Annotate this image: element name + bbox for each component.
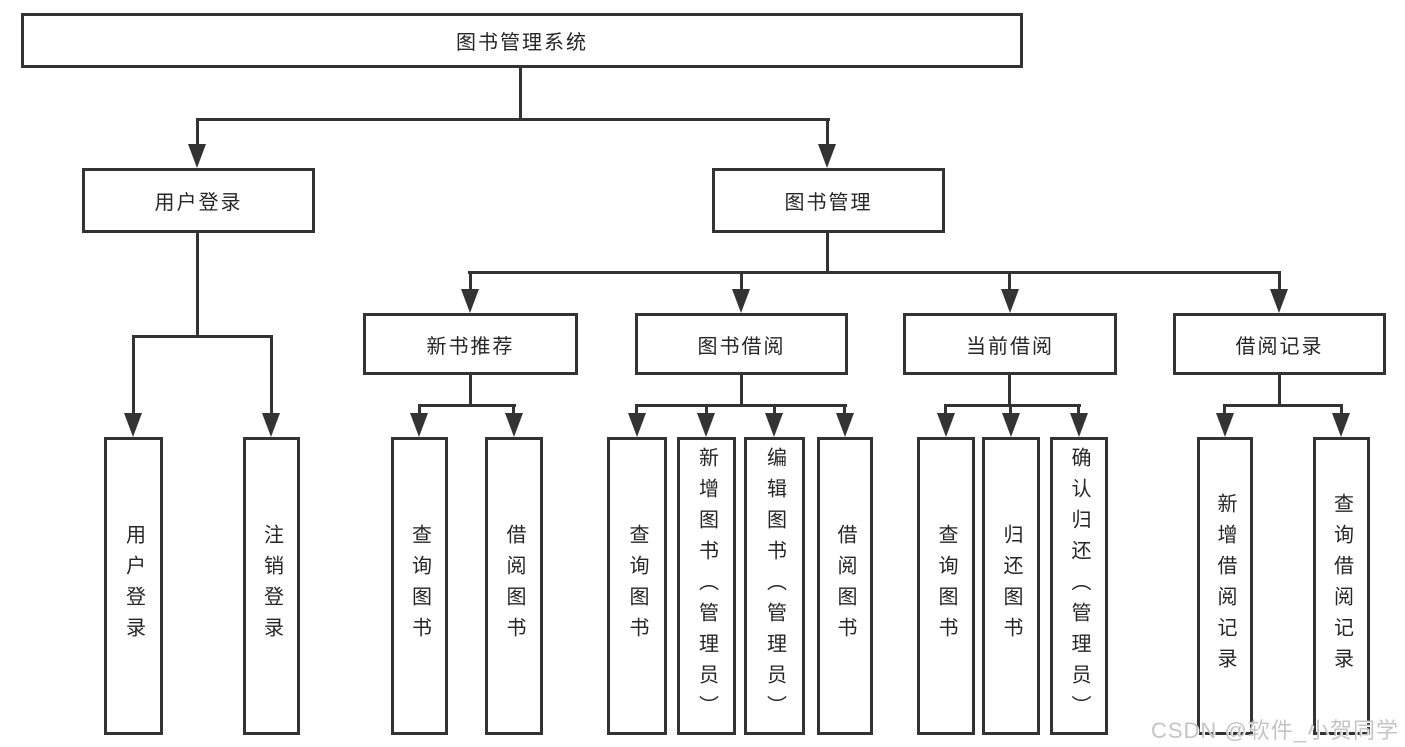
connector-line xyxy=(469,271,472,291)
arrow-down-icon xyxy=(1001,289,1019,313)
leaf-borrow-books-borrowing: 借阅图书 xyxy=(817,437,873,735)
arrow-down-icon xyxy=(628,413,646,437)
connector-line xyxy=(519,68,522,119)
leaf-confirm-return-admin: 确认归还（管理员） xyxy=(1050,437,1108,735)
node-label: 用户登录 xyxy=(154,192,243,214)
leaf-logout: 注销登录 xyxy=(243,437,300,735)
arrow-down-icon xyxy=(818,144,836,168)
node-label: 查询图书 xyxy=(935,524,957,648)
arrow-down-icon xyxy=(732,289,750,313)
node-label: 注销登录 xyxy=(260,524,283,648)
node-library-management-system: 图书管理系统 xyxy=(21,13,1023,68)
node-current-borrowing: 当前借阅 xyxy=(903,313,1117,375)
leaf-return-books: 归还图书 xyxy=(982,437,1040,735)
node-label: 新增图书（管理员） xyxy=(695,446,718,726)
connector-line xyxy=(635,404,638,415)
node-label: 查询图书 xyxy=(408,524,431,648)
connector-line xyxy=(843,404,846,415)
leaf-borrow-books-recommend: 借阅图书 xyxy=(485,437,543,735)
node-label: 用户登录 xyxy=(122,524,145,648)
arrow-down-icon xyxy=(262,413,280,437)
connector-line xyxy=(1077,404,1080,415)
node-label: 查询图书 xyxy=(626,524,648,648)
connector-line xyxy=(1008,375,1011,406)
arrow-down-icon xyxy=(937,413,955,437)
connector-line xyxy=(469,375,472,406)
node-new-book-recommend: 新书推荐 xyxy=(363,313,578,375)
node-label: 借阅图书 xyxy=(503,524,525,648)
node-label: 新增借阅记录 xyxy=(1214,493,1236,679)
leaf-query-books-recommend: 查询图书 xyxy=(391,437,448,735)
connector-line xyxy=(1340,404,1343,415)
leaf-edit-book-admin: 编辑图书（管理员） xyxy=(744,437,805,735)
connector-line xyxy=(740,271,743,291)
leaf-add-book-admin: 新增图书（管理员） xyxy=(677,437,736,735)
node-label: 编辑图书（管理员） xyxy=(763,446,786,726)
arrow-down-icon xyxy=(765,413,783,437)
node-borrowing-records: 借阅记录 xyxy=(1173,313,1386,375)
connector-line xyxy=(826,118,829,146)
connector-line xyxy=(468,271,1281,274)
node-label: 当前借阅 xyxy=(966,335,1054,358)
connector-line xyxy=(705,404,708,415)
connector-line xyxy=(512,404,515,415)
connector-line xyxy=(196,118,830,121)
leaf-add-borrow-record: 新增借阅记录 xyxy=(1197,437,1253,735)
arrow-down-icon xyxy=(461,289,479,313)
connector-line xyxy=(418,404,516,407)
connector-line xyxy=(826,233,829,274)
connector-line xyxy=(132,335,135,415)
node-label: 图书管理 xyxy=(784,192,873,214)
arrow-down-icon xyxy=(505,413,523,437)
leaf-user-login: 用户登录 xyxy=(104,437,163,735)
node-label: 确认归还（管理员） xyxy=(1068,446,1090,726)
connector-line xyxy=(773,404,776,415)
leaf-query-borrow-record: 查询借阅记录 xyxy=(1313,437,1370,735)
connector-line xyxy=(270,335,273,415)
arrow-down-icon xyxy=(1216,413,1234,437)
arrow-down-icon xyxy=(1002,413,1020,437)
connector-line xyxy=(1008,271,1011,291)
connector-line xyxy=(740,375,743,406)
node-label: 借阅图书 xyxy=(834,524,856,648)
arrow-down-icon xyxy=(124,413,142,437)
node-label: 查询借阅记录 xyxy=(1330,493,1353,679)
connector-line xyxy=(944,404,1081,407)
node-book-management: 图书管理 xyxy=(712,168,945,233)
arrow-down-icon xyxy=(1070,413,1088,437)
connector-line xyxy=(1223,404,1343,407)
csdn-watermark: CSDN @软件_小贺同学 xyxy=(1150,718,1399,743)
node-user-login: 用户登录 xyxy=(82,168,315,233)
leaf-query-books-borrowing: 查询图书 xyxy=(607,437,667,735)
node-label: 归还图书 xyxy=(1000,524,1022,648)
connector-line xyxy=(1278,271,1281,291)
connector-line xyxy=(944,404,947,415)
node-label: 图书管理系统 xyxy=(456,32,588,54)
leaf-query-books-current: 查询图书 xyxy=(917,437,975,735)
node-label: 借阅记录 xyxy=(1235,335,1324,358)
connector-line xyxy=(418,404,421,415)
connector-line xyxy=(1009,404,1012,415)
connector-line xyxy=(1223,404,1226,415)
node-label: 图书借阅 xyxy=(697,335,786,358)
node-label: 新书推荐 xyxy=(426,335,515,358)
arrow-down-icon xyxy=(188,144,206,168)
connector-line xyxy=(1278,375,1281,406)
connector-line xyxy=(196,233,199,337)
arrow-down-icon xyxy=(410,413,428,437)
connector-line xyxy=(132,335,273,338)
connector-line xyxy=(196,118,199,146)
node-book-borrowing: 图书借阅 xyxy=(635,313,848,375)
arrow-down-icon xyxy=(697,413,715,437)
arrow-down-icon xyxy=(1332,413,1350,437)
arrow-down-icon xyxy=(836,413,854,437)
connector-line xyxy=(635,404,847,407)
arrow-down-icon xyxy=(1270,289,1288,313)
